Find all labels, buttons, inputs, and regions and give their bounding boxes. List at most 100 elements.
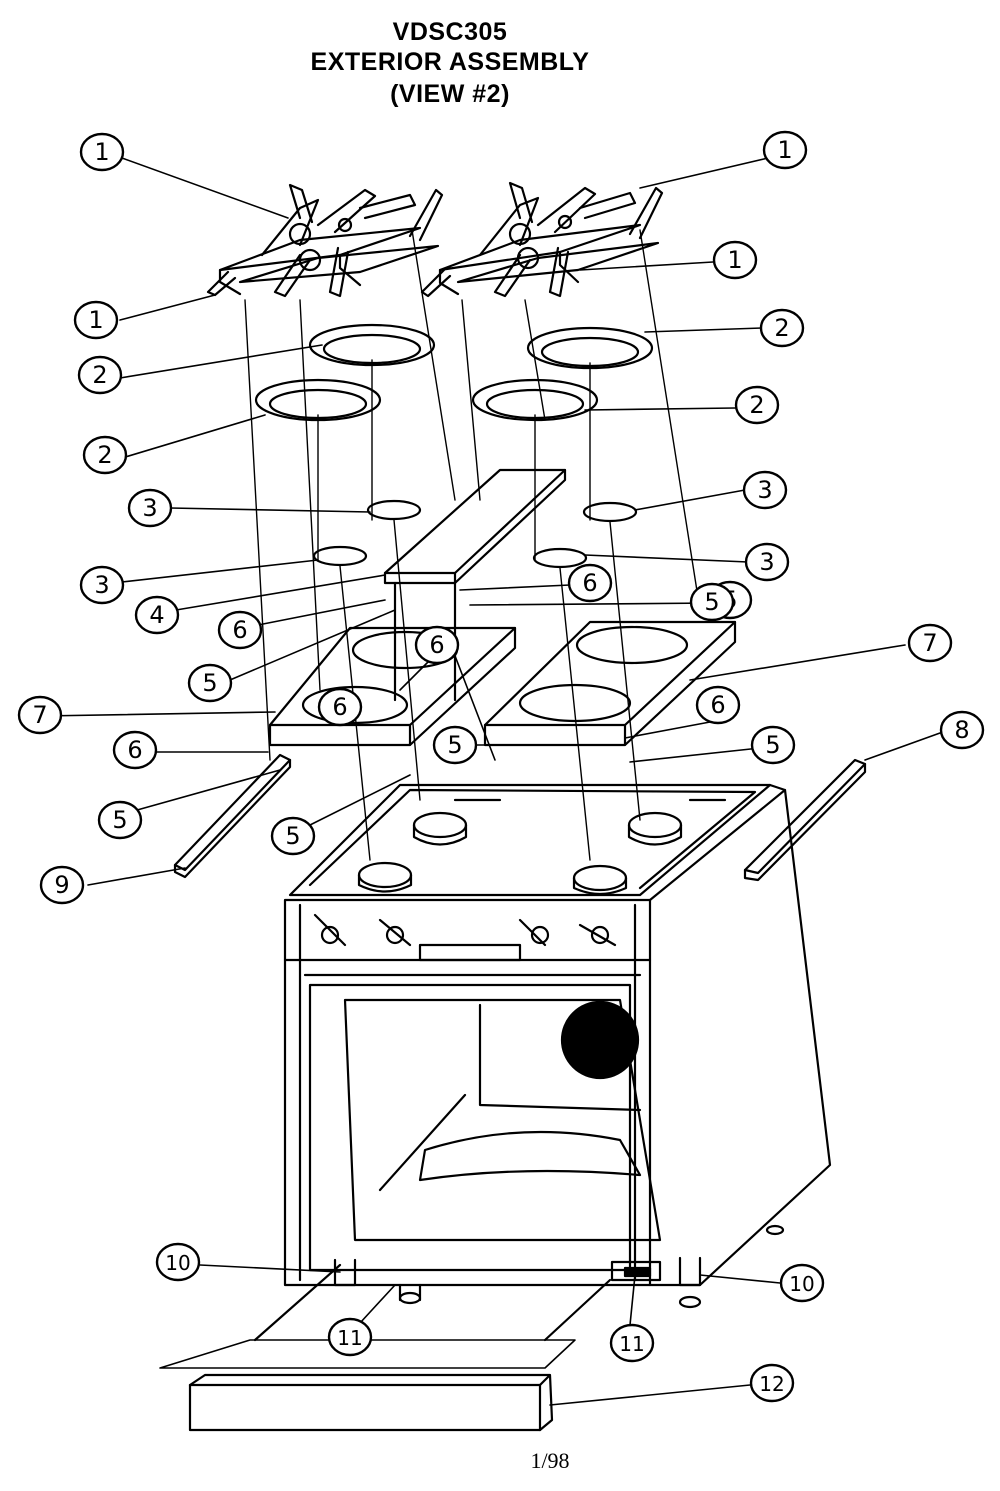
callout-5: 5	[689, 582, 735, 622]
callout-circle	[155, 1242, 201, 1282]
callout-circle	[217, 610, 263, 650]
callout-circle	[414, 625, 460, 665]
callout-circle	[567, 563, 613, 603]
view-label: (VIEW #2)	[390, 80, 510, 108]
callout-7: 7	[17, 695, 63, 735]
callout-5: 5	[270, 816, 316, 856]
callout-number: 2	[774, 314, 789, 342]
side-trim-right	[743, 758, 867, 882]
callout-5: 5	[187, 663, 233, 703]
callout-number: 6	[582, 569, 597, 597]
callout-circle	[779, 1263, 825, 1303]
callout-3: 3	[744, 542, 790, 582]
callout-number: 8	[954, 716, 969, 744]
callout-5: 5	[750, 725, 796, 765]
callout-6: 6	[414, 625, 460, 665]
callout-6: 6	[317, 687, 363, 727]
callout-number: 3	[757, 476, 772, 504]
callout-9: 9	[39, 865, 85, 905]
model-number: VDSC305	[392, 18, 508, 46]
callout-3: 3	[127, 488, 173, 528]
callout-number: 2	[97, 441, 112, 469]
callout-circle	[73, 300, 119, 340]
callout-2: 2	[734, 385, 780, 425]
callout-number: 6	[710, 691, 725, 719]
burner-cap-3	[582, 501, 638, 523]
callout-circle	[742, 470, 788, 510]
callout-number: 3	[94, 571, 109, 599]
callout-circle	[734, 385, 780, 425]
callout-circle	[749, 1363, 795, 1403]
callout-number: 10	[789, 1272, 814, 1296]
callout-number: 10	[165, 1251, 190, 1275]
callout-number: 2	[749, 391, 764, 419]
callout-circle	[77, 355, 123, 395]
callout-circle	[689, 582, 735, 622]
callout-number: 4	[149, 601, 164, 629]
callout-circle	[907, 623, 953, 663]
callout-circle	[82, 435, 128, 475]
callout-number: 5	[447, 731, 462, 759]
callout-circle	[759, 308, 805, 348]
cooktop-left	[268, 626, 517, 747]
callout-number: 3	[759, 548, 774, 576]
callout-circle	[270, 816, 316, 856]
range-body	[283, 783, 832, 1309]
callout-2: 2	[77, 355, 123, 395]
callout-6: 6	[567, 563, 613, 603]
callout-number: 2	[92, 361, 107, 389]
callout-number: 6	[332, 693, 347, 721]
callout-number: 5	[704, 588, 719, 616]
revision-date: 1/98	[530, 1448, 570, 1473]
callout-number: 11	[337, 1326, 362, 1350]
callout-circle	[750, 725, 796, 765]
callout-circle	[127, 488, 173, 528]
callout-circle	[39, 865, 85, 905]
callout-number: 5	[285, 822, 300, 850]
callout-circle	[17, 695, 63, 735]
cooktop-right	[483, 620, 737, 747]
callout-6: 6	[217, 610, 263, 650]
callout-3: 3	[79, 565, 125, 605]
callout-circle	[609, 1323, 655, 1363]
callout-8: 8	[939, 710, 985, 750]
callout-number: 12	[759, 1372, 784, 1396]
callout-7: 7	[907, 623, 953, 663]
callout-number: 11	[619, 1332, 644, 1356]
burner-cap-4	[532, 547, 588, 569]
callout-number: 1	[88, 306, 103, 334]
callout-5: 5	[432, 725, 478, 765]
callout-circle	[939, 710, 985, 750]
callout-10: 10	[155, 1242, 201, 1282]
callout-2: 2	[82, 435, 128, 475]
callout-1: 1	[79, 132, 125, 172]
callout-circle	[79, 565, 125, 605]
callout-circle	[695, 685, 741, 725]
callout-circle	[744, 542, 790, 582]
callout-number: 6	[429, 631, 444, 659]
callout-circle	[327, 1317, 373, 1357]
callout-number: 1	[94, 138, 109, 166]
callout-12: 12	[749, 1363, 795, 1403]
callout-number: 5	[112, 806, 127, 834]
callout-circle	[134, 595, 180, 635]
callout-number: 9	[54, 871, 69, 899]
callout-1: 1	[762, 130, 808, 170]
callout-circle	[317, 687, 363, 727]
callout-number: 7	[922, 629, 937, 657]
callout-circle	[187, 663, 233, 703]
callout-number: 1	[727, 246, 742, 274]
callout-circle	[762, 130, 808, 170]
burner-cap-1	[366, 499, 422, 521]
callout-number: 6	[127, 736, 142, 764]
callout-2: 2	[759, 308, 805, 348]
callout-circle	[97, 800, 143, 840]
callout-10: 10	[779, 1263, 825, 1303]
burner-cap-2	[312, 545, 368, 567]
callout-number: 5	[202, 669, 217, 697]
callout-11: 11	[609, 1323, 655, 1363]
callout-6: 6	[695, 685, 741, 725]
leader-lines	[41, 157, 941, 1406]
grate-left	[206, 183, 444, 298]
